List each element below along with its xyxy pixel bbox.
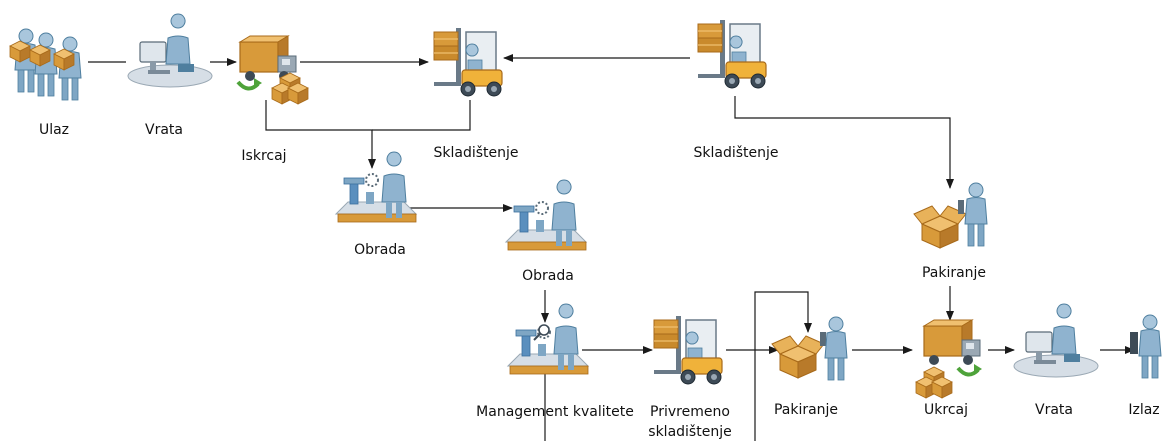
person-exit-icon <box>1130 314 1162 379</box>
node-label-obrada-1: Obrada <box>354 242 406 258</box>
node-pakiranje-1: Pakiranje <box>771 316 848 418</box>
packing-worker-icon <box>771 316 848 381</box>
conveyor-worker-icon <box>335 151 417 223</box>
people-with-boxes-icon <box>9 28 82 101</box>
truck-load-icon <box>915 319 984 399</box>
node-ukrcaj: Ukrcaj <box>915 319 984 418</box>
forklift-icon <box>697 19 767 89</box>
node-skladistenje-2: Skladištenje <box>693 19 779 161</box>
packing-worker-icon <box>913 182 988 249</box>
node-privremeno-skladistenje: Privremeno skladištenje <box>648 315 732 440</box>
truck-unload-icon <box>236 35 309 105</box>
forklift-icon <box>433 27 503 97</box>
node-label-pakiranje-1: Pakiranje <box>774 402 838 418</box>
node-label-privremeno-line2: skladištenje <box>648 424 731 440</box>
node-management-kvalitete: Management kvalitete <box>476 303 634 420</box>
node-iskrcaj: Iskrcaj <box>236 35 309 164</box>
node-skladistenje-1: Skladištenje <box>433 27 519 161</box>
node-label-ulaz: Ulaz <box>39 122 69 138</box>
node-label-management: Management kvalitete <box>476 404 634 420</box>
desk-worker-icon <box>1013 303 1099 378</box>
node-label-skladistenje-1: Skladištenje <box>433 145 518 161</box>
node-label-iskrcaj: Iskrcaj <box>241 148 286 164</box>
connector-loop-pakiranje <box>754 291 812 441</box>
node-label-izlaz: Izlaz <box>1128 402 1159 418</box>
node-vrata-in: Vrata <box>127 13 213 138</box>
node-label-privremeno-line1: Privremeno <box>650 404 730 420</box>
forklift-icon <box>653 315 723 385</box>
node-label-vrata-in: Vrata <box>145 122 183 138</box>
node-vrata-out: Vrata <box>1013 303 1099 418</box>
desk-worker-icon <box>127 13 213 88</box>
connector-skladistenje-pakiranje <box>734 96 954 189</box>
node-label-obrada-2: Obrada <box>522 268 574 284</box>
node-ulaz: Ulaz <box>9 28 82 138</box>
conveyor-worker-icon <box>505 179 587 251</box>
node-obrada-2: Obrada <box>505 179 587 284</box>
connector-iskrcaj-obrada <box>265 100 376 169</box>
node-label-pakiranje-2: Pakiranje <box>922 265 986 281</box>
node-label-skladistenje-2: Skladištenje <box>693 145 778 161</box>
connectors <box>88 54 1135 441</box>
node-pakiranje-2: Pakiranje <box>913 182 988 281</box>
node-obrada-1: Obrada <box>335 151 417 258</box>
quality-inspection-icon <box>507 303 589 375</box>
connector-skladistenje-obrada <box>372 100 471 131</box>
node-izlaz: Izlaz <box>1128 314 1162 418</box>
node-label-vrata-out: Vrata <box>1035 402 1073 418</box>
node-label-ukrcaj: Ukrcaj <box>924 402 968 418</box>
